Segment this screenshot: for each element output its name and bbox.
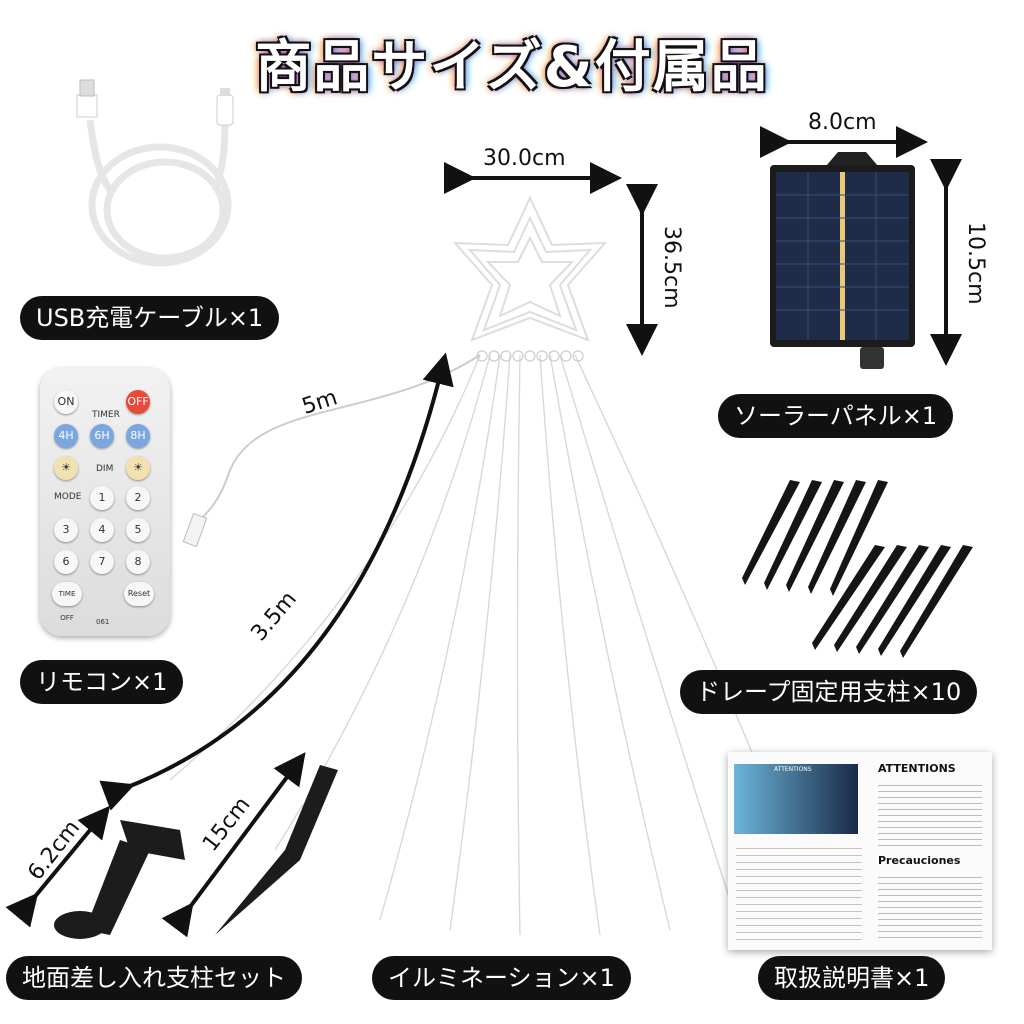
manual-banner: ATTENTIONS: [774, 766, 812, 773]
illumination-label: イルミネーション×1: [372, 956, 631, 1000]
manual-text-block-es: [878, 872, 982, 942]
usb-a-plug: [76, 94, 98, 118]
manual-label: 取扱説明書×1: [758, 956, 946, 1000]
manual-attentions-heading: ATTENTIONS: [878, 762, 956, 775]
manual-illustration: ATTENTIONS: [734, 764, 858, 834]
8h-button[interactable]: 8H: [126, 424, 150, 448]
remote-label: リモコン×1: [20, 660, 184, 704]
usb-cable-label: USB充電ケーブル×1: [20, 296, 280, 340]
page-title: 商品サイズ&付属品: [255, 35, 769, 100]
usb-cable-image: [86, 119, 232, 267]
panel-height-label: 10.5cm: [963, 222, 988, 305]
manual-text-block-multi: [736, 842, 862, 942]
on-button[interactable]: ON: [54, 390, 78, 414]
solar-panel-image: [770, 152, 915, 369]
manual-text-block-en: [878, 780, 982, 846]
drape-stake-label: ドレープ固定用支柱×10: [680, 670, 978, 714]
remote-control: ON OFF TIMER 4H 6H 8H ☀ DIM ☀ MODE 1 2 3…: [40, 368, 170, 636]
manual-precautions-heading: Precauciones: [878, 854, 961, 867]
light-bulbs: [476, 350, 584, 362]
instruction-manual: ATTENTIONS ATTENTIONS Precauciones: [728, 752, 992, 950]
star-outline: [452, 195, 608, 342]
light-strings: [169, 354, 781, 936]
panel-width-label: 8.0cm: [808, 110, 877, 135]
ground-stake-image: [215, 765, 338, 935]
4h-button[interactable]: 4H: [54, 424, 78, 448]
mode-label: MODE: [54, 492, 82, 502]
button-7[interactable]: 7: [90, 550, 114, 574]
star-width-label: 30.0cm: [483, 146, 566, 171]
reset-button[interactable]: Reset: [124, 582, 154, 606]
button-6[interactable]: 6: [54, 550, 78, 574]
button-4[interactable]: 4: [90, 518, 114, 542]
stake-arrow: [161, 752, 306, 938]
button-1[interactable]: 1: [90, 486, 114, 510]
drape-stakes-image: [742, 480, 973, 658]
ground-holder-image: [54, 820, 185, 939]
button-2[interactable]: 2: [126, 486, 150, 510]
star-height-label: 36.5cm: [659, 226, 684, 309]
model-number: 061: [96, 618, 110, 626]
holder-arrow: [5, 805, 111, 928]
button-3[interactable]: 3: [54, 518, 78, 542]
dim-down-button[interactable]: ☀: [54, 456, 78, 480]
usb-c-plug: [216, 94, 234, 126]
button-5[interactable]: 5: [126, 518, 150, 542]
solar-panel-label: ソーラーパネル×1: [718, 394, 954, 438]
off-button[interactable]: OFF: [126, 390, 150, 414]
time-off-button[interactable]: TIME OFF: [52, 582, 82, 622]
timer-label: TIMER: [92, 410, 120, 420]
ground-stake-set-label: 地面差し入れ支柱セット: [6, 956, 302, 1000]
dim-label: DIM: [96, 464, 114, 474]
cable-plug: [182, 512, 208, 548]
6h-button[interactable]: 6H: [90, 424, 114, 448]
button-8[interactable]: 8: [126, 550, 150, 574]
dim-up-button[interactable]: ☀: [126, 456, 150, 480]
